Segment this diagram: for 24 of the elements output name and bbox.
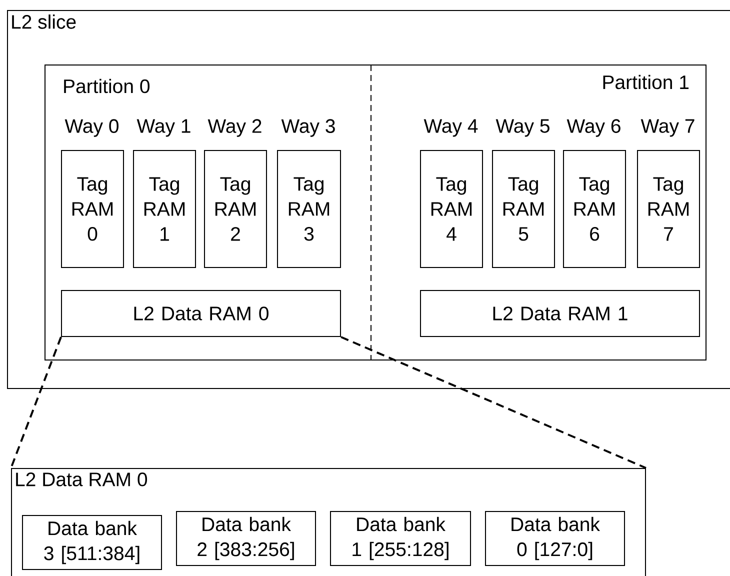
node-label: Way 6 bbox=[566, 119, 620, 137]
data-bank-box: Data bank 0 [127:0] bbox=[485, 511, 625, 566]
data-bank-box: Data bank 3 [511:384] bbox=[22, 515, 162, 570]
ram-box: L2 Data RAM 0 bbox=[61, 290, 341, 337]
node-label: Way 4 bbox=[424, 119, 478, 137]
tag-ram-box: Tag RAM 2 Way 2 bbox=[204, 119, 267, 268]
tag-ram-box: Tag RAM 1 Way 1 bbox=[133, 119, 196, 268]
ram-box: L2 Data RAM 1 bbox=[420, 290, 700, 337]
zoom-line bbox=[340, 336, 646, 469]
node-label: Way 0 bbox=[64, 119, 118, 137]
node-label: Way 7 bbox=[640, 119, 694, 137]
node-label: Way 3 bbox=[281, 119, 335, 137]
tag-ram-box: Tag RAM 3 Way 3 bbox=[277, 119, 341, 268]
tag-ram-box: Tag RAM 0 Way 0 bbox=[61, 119, 124, 268]
data-bank-box: Data bank 1 [255:128] bbox=[330, 511, 471, 566]
data-bank-box: Data bank 2 [383:256] bbox=[176, 511, 316, 566]
tag-ram-box: Tag RAM 4 Way 4 bbox=[420, 119, 483, 268]
node-label: Way 5 bbox=[496, 119, 550, 137]
node-label: Way 2 bbox=[208, 119, 262, 137]
node-label: Way 1 bbox=[136, 119, 190, 137]
tag-ram-box: Tag RAM 6 Way 6 bbox=[563, 119, 626, 268]
tag-ram-box: Tag RAM 5 Way 5 bbox=[492, 119, 555, 268]
zoom-line bbox=[10, 336, 62, 468]
tag-ram-box: Tag RAM 7 Way 7 bbox=[637, 119, 700, 268]
